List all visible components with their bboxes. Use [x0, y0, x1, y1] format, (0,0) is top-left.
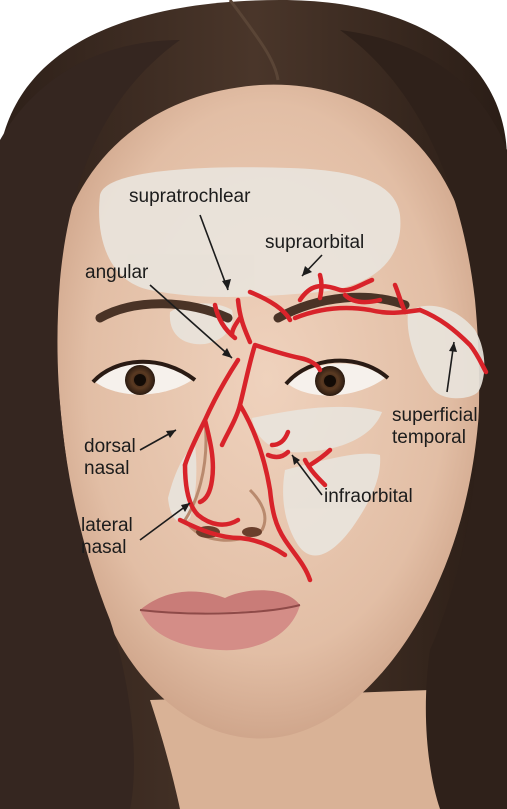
label-temporal-line: temporal	[392, 427, 478, 449]
label-lateral-nasal: lateral nasal	[81, 515, 133, 559]
label-infraorbital: infraorbital	[324, 486, 413, 508]
label-supratrochlear: supratrochlear	[129, 186, 250, 208]
label-dorsal-line: dorsal	[84, 436, 136, 458]
label-supraorbital: supraorbital	[265, 232, 364, 254]
label-lateral-nasal-line: nasal	[81, 537, 133, 559]
label-superficial-temporal: superficial temporal	[392, 405, 478, 449]
label-superficial-line: superficial	[392, 405, 478, 427]
label-lateral-line: lateral	[81, 515, 133, 537]
label-dorsal-nasal: dorsal nasal	[84, 436, 136, 480]
label-angular: angular	[85, 262, 148, 284]
label-dorsal-nasal-line: nasal	[84, 458, 136, 480]
